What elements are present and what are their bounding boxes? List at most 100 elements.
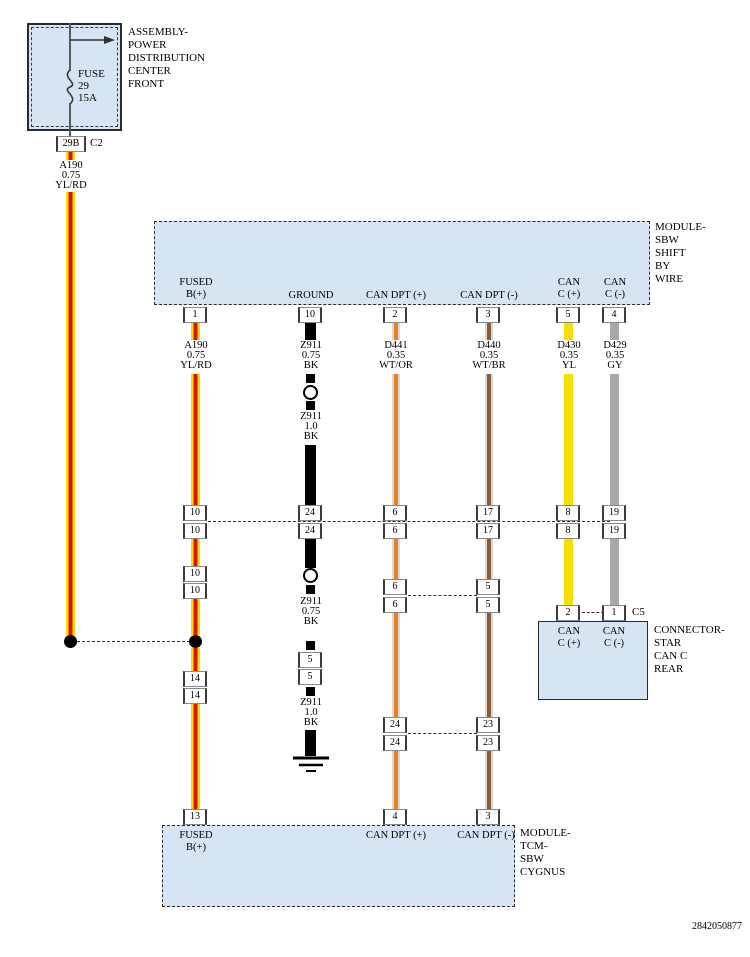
fuse-icon [66,70,74,104]
wire-d430-v2 [564,539,573,605]
wire-d429-v2 [610,539,619,605]
wire-d440-v4 [485,751,493,809]
wire-d441-v2 [392,539,400,579]
label-z911-10-upper: Z911 1.0 BK [300,411,322,442]
splice-dot-right [189,635,202,648]
splice-square-low1 [306,641,315,650]
wire-a190-label: A190 0.75 YL/RD [55,160,87,191]
stub-d430 [564,323,573,340]
sbw-fn-fused: FUSED B(+) [179,277,213,300]
ic1-d441-bot: 6 [383,523,407,539]
splice-circle-mid [303,568,318,583]
label-a190: A190 0.75 YL/RD [180,340,212,371]
c5-pin-2: 2 [556,605,580,621]
sbw-pin-3: 3 [476,307,500,323]
wire-a190-feed [66,192,75,641]
ic3-d441-bot: 24 [383,735,407,751]
sbw-pin-10: 10 [298,307,322,323]
ic1-a190-bot: 10 [183,523,207,539]
label-z911-075-mid: Z911 0.75 BK [300,596,322,627]
arrow-icon [70,36,115,44]
wire-d440-v2 [485,539,493,579]
wire-d441-v1 [392,374,400,507]
ic1-a190-top: 10 [183,505,207,521]
label-d429: D429 0.35 GY [603,340,627,371]
c5-connector-line [582,612,604,613]
tcm-fn-can-dpt-m: CAN DPT (-) [457,830,515,841]
ic1-d429-top: 19 [602,505,626,521]
stub-d429 [610,323,619,340]
label-d430: D430 0.35 YL [557,340,581,371]
stub-z911 [305,323,316,340]
splice-dot-left [64,635,77,648]
c5-pin-1: 1 [602,605,626,621]
ic2-d440-top: 5 [476,579,500,595]
sbw-pin-4: 4 [602,307,626,323]
power-box-inner-dashed-border [31,27,118,127]
c5-label: C5 [632,606,645,618]
inline-connector-3-line [408,733,477,734]
sbw-fn-can-c-p: CAN C (+) [557,277,581,300]
wire-z911-v3 [305,730,316,756]
power-box-name: ASSEMBLY- POWER DISTRIBUTION CENTER FRON… [128,26,205,90]
ic1-d429-bot: 19 [602,523,626,539]
star-can-c-m: CAN C (-) [602,626,626,649]
tcm-pin-3: 3 [476,809,500,825]
ic1-z911-top: 24 [298,505,322,521]
label-z911-075: Z911 0.75 BK [300,340,322,371]
inline-connector-2-line [408,595,477,596]
stub-a190 [191,323,200,340]
label-z911-10-lower: Z911 1.0 BK [300,697,322,728]
wire-z911-v2 [305,539,316,568]
fuse-label: FUSE 29 15A [78,68,105,104]
label-d440: D440 0.35 WT/BR [472,340,506,371]
ic3-z911-bot: 5 [298,669,322,685]
ic3-z911-top: 5 [298,652,322,668]
sbw-fn-can-c-m: CAN C (-) [603,277,627,300]
pin-29b: 29B [56,136,86,152]
wire-d440-v3 [485,613,493,717]
ground-symbol-icon [293,756,329,772]
tcm-fn-fused: FUSED B(+) [179,830,213,853]
ic1-d430-bot: 8 [556,523,580,539]
wire-d430-v1 [564,374,573,507]
wire-d441-v4 [392,751,400,809]
sbw-fn-can-dpt-p: CAN DPT (+) [366,290,426,301]
wire-d441-v3 [392,613,400,717]
star-connector-name: CONNECTOR- STAR CAN C REAR [654,624,725,675]
ic3-d441-top: 24 [383,717,407,733]
ic3-a190-bot: 14 [183,688,207,704]
tcm-pin-4: 4 [383,809,407,825]
wire-a190-v2 [191,539,200,566]
splice-square-mid2 [306,585,315,594]
wire-d440-v1 [485,374,493,507]
label-d441: D441 0.35 WT/OR [379,340,413,371]
ic3-d440-top: 23 [476,717,500,733]
ic1-d430-top: 8 [556,505,580,521]
sbw-fn-ground: GROUND [288,290,334,301]
tcm-fn-can-dpt-p: CAN DPT (+) [366,830,426,841]
ic3-a190-top: 14 [183,671,207,687]
ic1-d440-bot: 17 [476,523,500,539]
module-sbw-box [154,221,650,305]
ic2-d441-top: 6 [383,579,407,595]
wire-a190-v3 [191,599,200,635]
diagram-number: 2842050877 [692,921,742,932]
ic2-a190-top: 10 [183,566,207,582]
wire-a190-v1 [191,374,200,507]
sbw-fn-can-dpt-m: CAN DPT (-) [460,290,518,301]
splice-square-mid [306,401,315,410]
stub-d440 [485,323,493,340]
ic2-d441-bot: 6 [383,597,407,613]
ic1-d441-top: 6 [383,505,407,521]
ic1-z911-bot: 24 [298,523,322,539]
splice-square-top [306,374,315,383]
splice-circle-top [303,385,318,400]
sbw-pin-2: 2 [383,307,407,323]
sbw-pin-1: 1 [183,307,207,323]
wire-z911-v1 [305,445,316,507]
star-can-c-p: CAN C (+) [557,626,581,649]
ic2-d440-bot: 5 [476,597,500,613]
ic2-a190-bot: 10 [183,583,207,599]
